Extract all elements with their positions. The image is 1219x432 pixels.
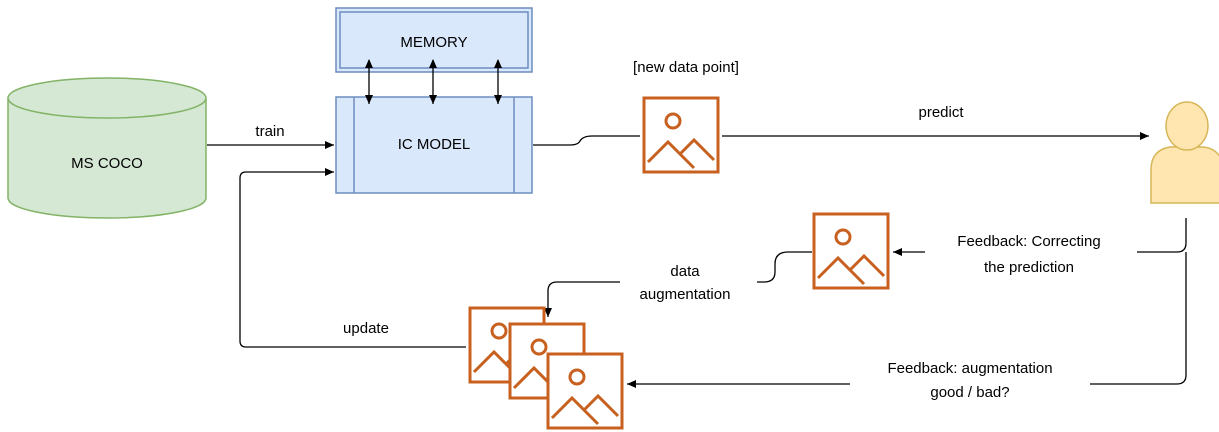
user-icon — [1150, 101, 1219, 204]
model-to-image-edge — [533, 135, 640, 146]
ic-model-label: IC MODEL — [398, 136, 471, 153]
memory-model-links — [365, 59, 502, 104]
data-augmentation-line2: augmentation — [640, 286, 731, 303]
feedback-augmentation-line1: Feedback: augmentation — [887, 360, 1052, 377]
predict-label: predict — [918, 104, 964, 121]
image-icon — [642, 96, 720, 174]
ms-coco-label: MS COCO — [71, 155, 143, 172]
image-icon — [812, 212, 890, 290]
feedback-correcting-edge: Feedback: Correcting the prediction — [893, 218, 1187, 276]
data-augmentation-edge: data augmentation — [544, 251, 812, 317]
update-edge: update — [239, 168, 466, 348]
data-augmentation-line1: data — [670, 263, 700, 280]
new-data-point-label: [new data point] — [633, 59, 739, 76]
ic-model-box: IC MODEL — [335, 96, 533, 194]
image-icon — [546, 352, 624, 430]
corrected-image — [812, 212, 890, 290]
memory-box: MEMORY — [335, 7, 533, 73]
memory-label: MEMORY — [400, 34, 467, 51]
new-data-point-image — [642, 96, 720, 174]
train-edge: train — [207, 123, 334, 149]
train-label: train — [255, 123, 284, 140]
feedback-correcting-line1: Feedback: Correcting — [957, 233, 1100, 250]
predict-edge: predict — [722, 104, 1149, 140]
feedback-augmentation-line2: good / bad? — [930, 384, 1009, 401]
augmented-images — [468, 306, 624, 430]
ms-coco-database: MS COCO — [7, 77, 207, 219]
feedback-correcting-line2: the prediction — [984, 259, 1074, 276]
feedback-augmentation-edge: Feedback: augmentation good / bad? — [627, 252, 1187, 401]
update-label: update — [343, 320, 389, 337]
